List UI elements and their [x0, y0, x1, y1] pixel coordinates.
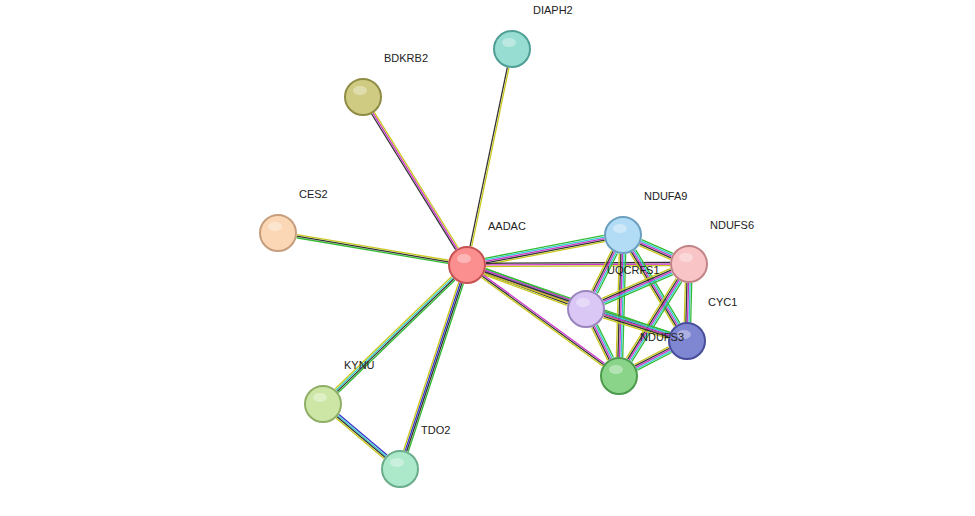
evidence-line — [296, 238, 448, 264]
evidence-line — [593, 327, 609, 360]
interaction-edge — [296, 235, 448, 264]
evidence-line — [691, 283, 692, 322]
protein-label: UQCRFS1 — [607, 264, 660, 277]
node-highlight — [268, 222, 282, 231]
protein-node — [381, 450, 419, 488]
node-highlight — [502, 38, 516, 47]
evidence-line — [337, 279, 454, 392]
interaction-edge — [404, 282, 464, 451]
interaction-edge — [684, 283, 691, 322]
node-highlight — [613, 224, 627, 233]
interaction-edge — [335, 276, 455, 392]
evidence-line — [604, 273, 672, 303]
protein-node — [600, 357, 638, 395]
evidence-line — [636, 350, 670, 368]
evidence-line — [405, 283, 460, 451]
evidence-line — [637, 353, 671, 371]
protein-node — [259, 214, 297, 252]
evidence-line — [374, 112, 458, 248]
evidence-line — [605, 313, 670, 334]
evidence-line — [486, 239, 605, 262]
evidence-line — [640, 243, 671, 257]
evidence-line — [640, 244, 671, 258]
evidence-line — [684, 283, 685, 322]
protein-node — [304, 385, 342, 423]
evidence-line — [485, 235, 604, 258]
interaction-edge — [634, 347, 671, 370]
evidence-line — [404, 282, 459, 450]
evidence-line — [592, 327, 608, 360]
protein-label: CYC1 — [708, 296, 737, 309]
evidence-line — [373, 113, 457, 249]
protein-node — [670, 245, 708, 283]
evidence-line — [486, 240, 605, 263]
node-highlight — [313, 393, 327, 402]
evidence-line — [594, 326, 610, 359]
evidence-line — [485, 270, 669, 334]
interaction-edge — [592, 325, 614, 361]
interaction-edge — [485, 235, 605, 264]
evidence-line — [297, 235, 449, 261]
evidence-line — [485, 237, 604, 260]
evidence-line — [483, 275, 604, 364]
evidence-line — [339, 414, 387, 454]
evidence-line — [372, 114, 456, 250]
evidence-line — [337, 417, 385, 457]
protein-node — [604, 216, 642, 254]
node-highlight — [576, 298, 590, 307]
evidence-line — [486, 242, 605, 265]
node-highlight — [609, 365, 623, 374]
evidence-line — [336, 418, 384, 458]
protein-label: DIAPH2 — [533, 4, 573, 17]
interaction-edge — [484, 269, 670, 337]
node-highlight — [457, 254, 471, 263]
node-highlight — [390, 458, 404, 467]
node-highlight — [353, 86, 367, 95]
protein-node — [567, 290, 605, 328]
evidence-line — [637, 351, 671, 369]
evidence-line — [689, 283, 690, 322]
protein-label: NDUFS3 — [640, 331, 684, 344]
protein-label: BDKRB2 — [384, 52, 428, 65]
evidence-line — [634, 347, 668, 365]
protein-node — [344, 78, 382, 116]
interaction-edge — [470, 67, 509, 246]
evidence-line — [470, 67, 507, 246]
evidence-line — [686, 283, 687, 322]
protein-node — [448, 246, 486, 284]
protein-label: KYNU — [344, 359, 375, 372]
interaction-edge — [481, 275, 604, 366]
interaction-edge — [639, 240, 673, 260]
protein-label: AADAC — [488, 220, 526, 233]
evidence-line — [472, 68, 509, 247]
evidence-line — [687, 283, 688, 322]
evidence-line — [635, 348, 669, 366]
evidence-line — [338, 280, 455, 393]
protein-label: TDO2 — [421, 424, 450, 437]
evidence-line — [407, 283, 462, 451]
evidence-line — [338, 416, 386, 456]
evidence-line — [603, 272, 671, 302]
evidence-line — [639, 246, 670, 260]
evidence-line — [297, 236, 449, 262]
evidence-line — [484, 275, 567, 306]
node-highlight — [679, 253, 693, 262]
protein-node — [493, 30, 531, 68]
interaction-edge — [372, 112, 459, 249]
evidence-line — [336, 278, 453, 391]
evidence-line — [408, 284, 463, 452]
interaction-edge — [336, 414, 387, 458]
protein-label: CES2 — [299, 188, 328, 201]
protein-label: NDUFA9 — [644, 190, 687, 203]
protein-label: NDUFS6 — [710, 219, 754, 232]
